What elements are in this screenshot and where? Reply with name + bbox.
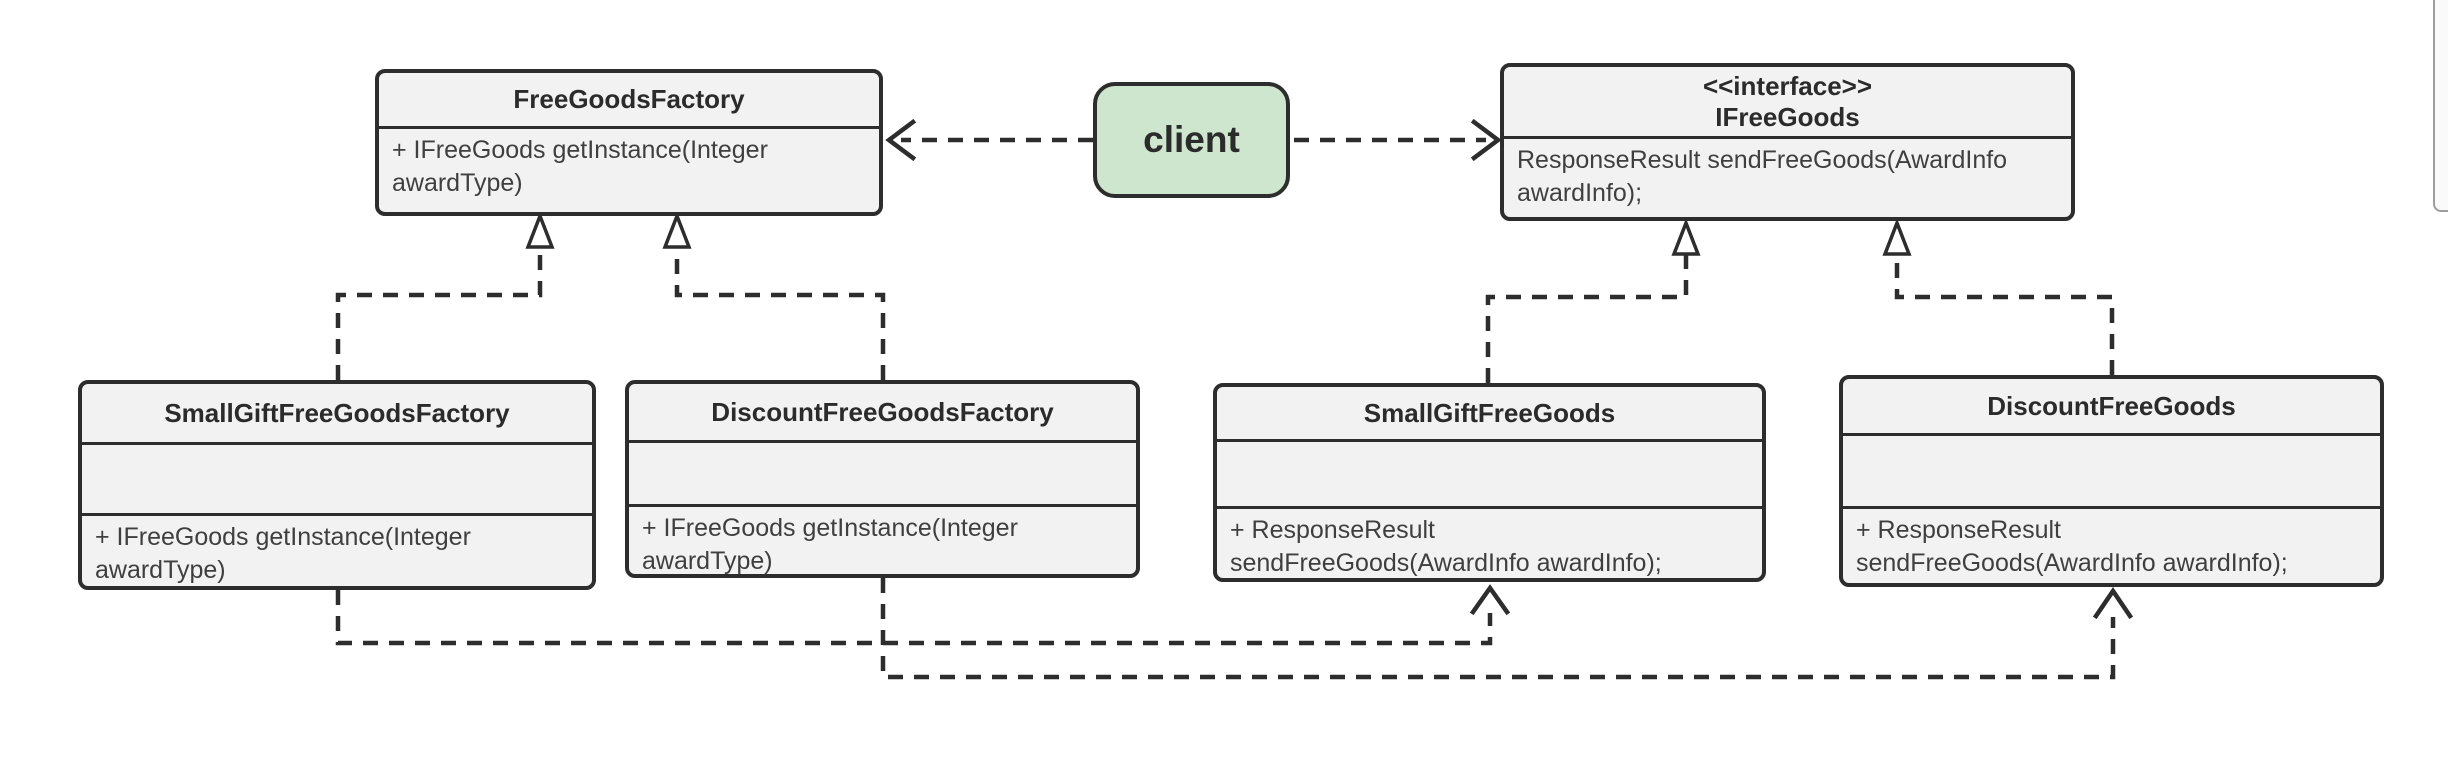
method-line: awardType) [392, 169, 523, 197]
methods-section: + IFreeGoods getInstance(Integer awardTy… [629, 507, 1136, 578]
client-label: client [1143, 119, 1240, 160]
open-arrowhead-up-icon [2092, 586, 2134, 620]
class-name: SmallGiftFreeGoods [1363, 397, 1616, 428]
method-line: + IFreeGoods getInstance(Integer [392, 136, 768, 164]
class-free-goods-factory: FreeGoodsFactory + IFreeGoods getInstanc… [375, 69, 883, 216]
class-title: DiscountFreeGoods [1843, 379, 2380, 436]
methods-section: + ResponseResult sendFreeGoods(AwardInfo… [1843, 509, 2380, 583]
class-title: SmallGiftFreeGoodsFactory [82, 384, 592, 445]
method-line: sendFreeGoods(AwardInfo awardInfo); [1856, 549, 2288, 577]
class-name: DiscountFreeGoodsFactory [711, 396, 1054, 427]
method-line: awardType) [642, 547, 773, 575]
methods-section: ResponseResult sendFreeGoods(AwardInfo a… [1504, 139, 2071, 217]
method-line: sendFreeGoods(AwardInfo awardInfo); [1230, 549, 1662, 577]
hollow-triangle-arrowhead-icon [1671, 218, 1701, 256]
edge-discountgoods-to-ifreegoods [1894, 255, 2115, 375]
edge-smallgiftfactory-to-smallgiftgoods [335, 590, 1493, 646]
class-discount-free-goods: DiscountFreeGoods + ResponseResult sendF… [1839, 375, 2384, 587]
class-name: DiscountFreeGoods [1987, 390, 2236, 421]
method-line: + IFreeGoods getInstance(Integer [95, 523, 471, 551]
method-line: awardInfo); [1517, 179, 1643, 207]
hollow-triangle-arrowhead-icon [525, 211, 555, 249]
interface-title: <<interface>> IFreeGoods [1504, 67, 2071, 139]
fields-section [1217, 442, 1762, 509]
class-title: FreeGoodsFactory [379, 73, 879, 129]
hollow-triangle-arrowhead-icon [662, 211, 692, 249]
client-node: client [1093, 82, 1290, 198]
fields-section [629, 443, 1136, 507]
edge-smallgiftfactory-to-freegoodsfactory [335, 249, 543, 380]
fields-section [82, 445, 592, 516]
open-arrowhead-right-icon [1470, 118, 1502, 162]
methods-section: + IFreeGoods getInstance(Integer awardTy… [82, 516, 592, 587]
methods-section: + IFreeGoods getInstance(Integer awardTy… [379, 129, 879, 212]
edge-smallgiftgoods-to-ifreegoods [1485, 255, 1689, 383]
method-line: ResponseResult sendFreeGoods(AwardInfo [1517, 146, 2008, 174]
method-line: + IFreeGoods getInstance(Integer [642, 514, 1018, 542]
class-small-gift-free-goods-factory: SmallGiftFreeGoodsFactory + IFreeGoods g… [78, 380, 596, 590]
class-discount-free-goods-factory: DiscountFreeGoodsFactory + IFreeGoods ge… [625, 380, 1140, 578]
edge-discountfactory-to-discountgoods [880, 578, 2116, 680]
edge-discountfactory-to-freegoodsfactory [674, 249, 886, 380]
methods-section: + ResponseResult sendFreeGoods(AwardInfo… [1217, 509, 1762, 580]
interface-ifree-goods: <<interface>> IFreeGoods ResponseResult … [1500, 63, 2075, 221]
open-arrowhead-left-icon [885, 118, 917, 162]
class-title: DiscountFreeGoodsFactory [629, 384, 1136, 443]
vertical-scrollbar-thumb[interactable] [2433, 0, 2448, 212]
class-name: IFreeGoods [1715, 101, 1860, 132]
class-small-gift-free-goods: SmallGiftFreeGoods + ResponseResult send… [1213, 383, 1766, 582]
class-title: SmallGiftFreeGoods [1217, 387, 1762, 442]
method-line: + ResponseResult [1230, 516, 1435, 544]
class-name: FreeGoodsFactory [513, 84, 745, 114]
method-line: awardType) [95, 556, 226, 584]
class-name: SmallGiftFreeGoodsFactory [164, 397, 510, 428]
fields-section [1843, 436, 2380, 509]
open-arrowhead-up-icon [1469, 584, 1511, 616]
method-line: + ResponseResult [1856, 516, 2061, 544]
hollow-triangle-arrowhead-icon [1882, 218, 1912, 256]
stereotype-label: <<interface>> [1702, 70, 1873, 101]
